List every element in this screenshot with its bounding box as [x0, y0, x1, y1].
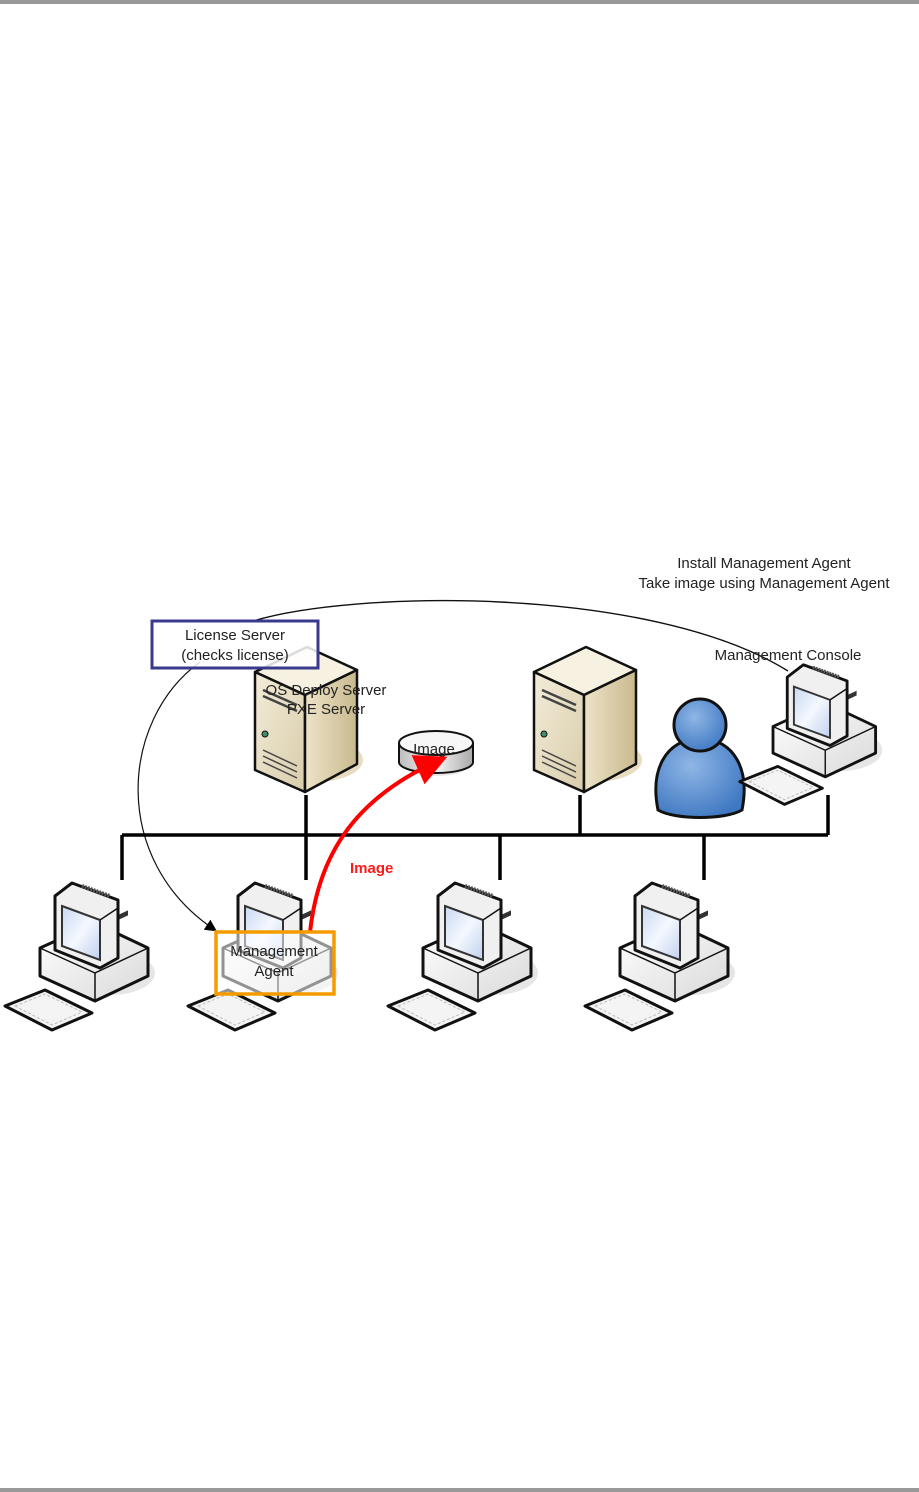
install-agent-connector [249, 599, 789, 672]
management-agent-box [214, 930, 336, 996]
pxe-server-label: PXE Server [287, 701, 365, 718]
server-icon [532, 645, 644, 794]
os-deploy-server-label: OS Deploy Server [266, 682, 387, 699]
license-check-arrow [137, 661, 217, 932]
user-icon [654, 697, 746, 819]
management-agent-label-1: Management [230, 943, 318, 960]
license-server-label-1: License Server [185, 627, 285, 644]
footer-rule [0, 1488, 919, 1492]
image-database-label: Image [413, 741, 455, 758]
network-bus [120, 795, 830, 880]
license-server-label-2: (checks license) [181, 647, 289, 664]
license-server-box [150, 619, 320, 670]
client-pc-icon [386, 881, 540, 1032]
client-pc-icon [3, 881, 157, 1032]
client-pc-icon [583, 881, 737, 1032]
caption-take-image: Take image using Management Agent [639, 575, 891, 592]
caption-install-agent: Install Management Agent [677, 555, 851, 572]
management-agent-label-2: Agent [254, 963, 294, 980]
management-console-label: Management Console [715, 647, 862, 664]
header-rule [0, 0, 919, 4]
image-flow-arrow [308, 755, 448, 933]
image-flow-label: Image [350, 860, 393, 877]
management-console-icon [737, 662, 885, 807]
